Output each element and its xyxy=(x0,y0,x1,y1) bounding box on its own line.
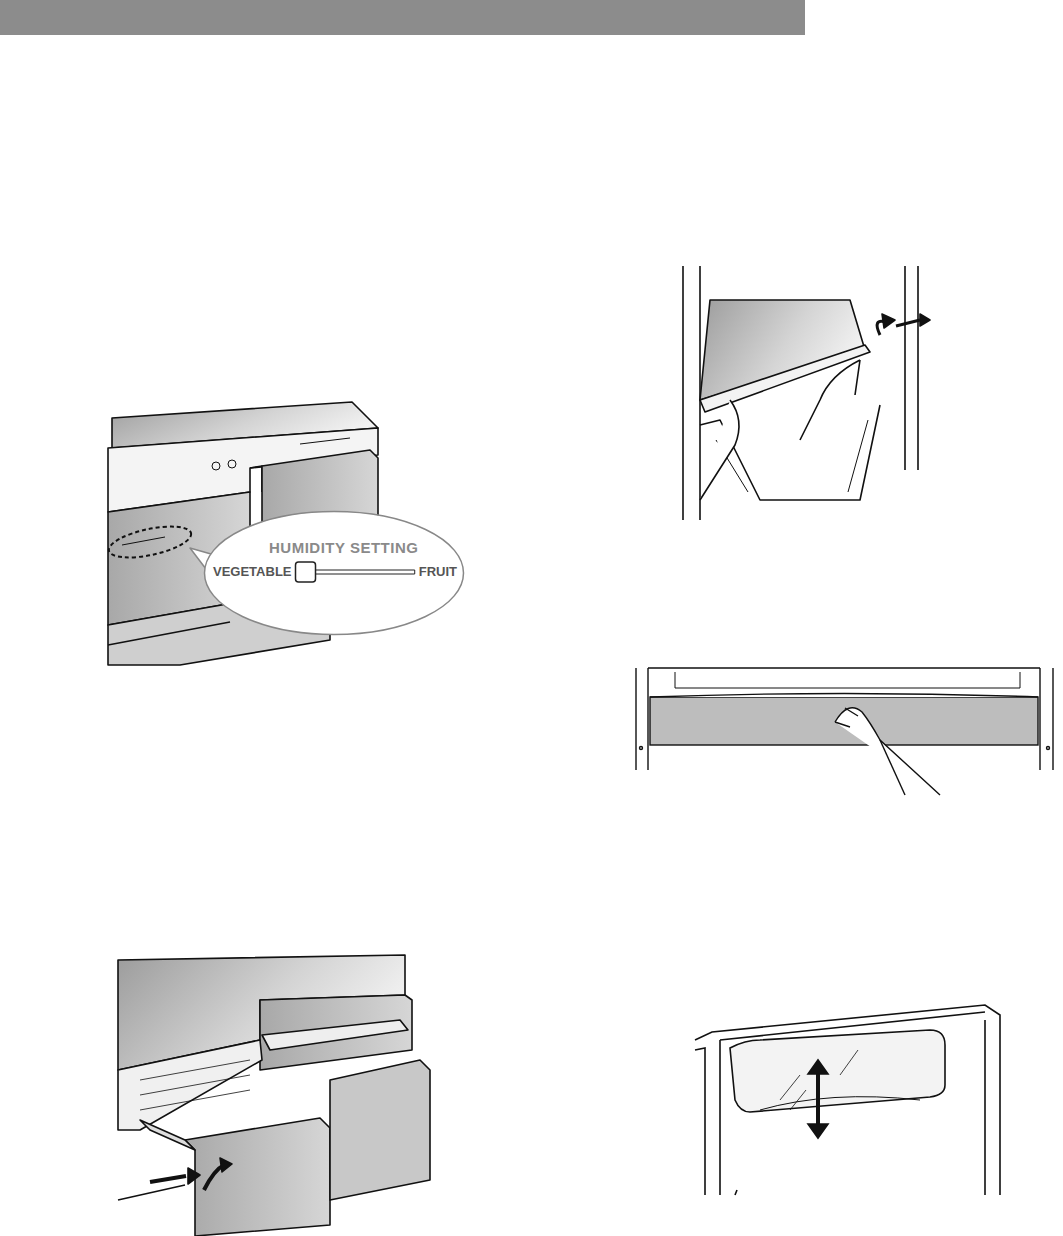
drawer-handle-illustration xyxy=(636,668,1053,795)
setting-label: VEGETABLE xyxy=(213,565,292,579)
drawer-removal-illustration xyxy=(118,955,430,1236)
setting-label: FRUIT xyxy=(419,565,457,579)
callout-bubble: HUMIDITY SETTING VEGETABLE FRUIT xyxy=(203,510,465,636)
door-bin-illustration xyxy=(695,1005,1000,1195)
cover-removal-illustration xyxy=(683,266,930,520)
control-title: HUMIDITY SETTING xyxy=(269,540,418,557)
header-bar xyxy=(0,0,805,35)
